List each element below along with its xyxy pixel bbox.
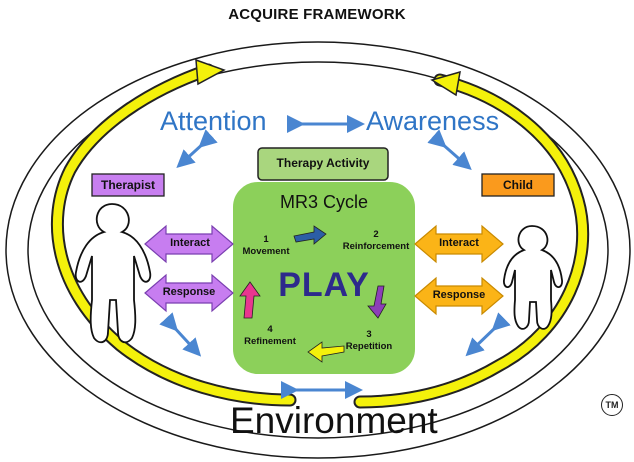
step-number: 3 <box>366 329 372 340</box>
step-label: Repetition <box>345 341 393 352</box>
blue-connectors <box>159 115 511 399</box>
right-flow-arrow-head <box>430 70 461 97</box>
step-label: Movement <box>242 246 290 257</box>
environment-label: Environment <box>230 400 438 441</box>
page-title: ACQUIRE FRAMEWORK <box>228 6 406 23</box>
left-flow-arrow-head <box>195 58 226 86</box>
therapist-response-label: Response <box>162 286 216 298</box>
child-response-label: Response <box>432 289 486 301</box>
step-refinement: 4 Refinement <box>238 324 302 348</box>
step-repetition: 3 Repetition <box>334 329 404 353</box>
therapist-box <box>91 173 165 197</box>
attention-therapist-arrow <box>176 129 218 169</box>
child-arrows <box>414 224 504 316</box>
environment-flow-arrows <box>50 58 590 409</box>
refinement-to-movement-arrow <box>239 281 261 319</box>
step-number: 4 <box>267 324 273 335</box>
child-environment-arrow <box>465 312 511 357</box>
step-label: Refinement <box>244 336 296 347</box>
step-number: 2 <box>373 229 379 240</box>
left-flow-arrow <box>52 65 295 405</box>
cycle-arrows <box>239 225 387 363</box>
step-movement: 1 Movement <box>236 234 296 258</box>
therapist-environment-arrow <box>159 312 202 357</box>
reinforcement-to-repetition-arrow <box>367 285 387 319</box>
repetition-to-refinement-arrow <box>307 341 345 363</box>
child-label: Child <box>503 178 533 192</box>
child-response-arrow <box>414 276 504 316</box>
movement-to-reinforcement-arrow <box>293 225 327 245</box>
mr3-cycle-box <box>233 182 415 374</box>
therapist-interact-label: Interact <box>170 237 210 249</box>
therapist-figure <box>74 203 152 344</box>
step-label: Reinforcement <box>342 241 410 252</box>
child-figure <box>503 225 563 330</box>
therapy-activity-box <box>257 147 389 181</box>
awareness-label: Awareness <box>366 106 500 136</box>
attention-label: Attention <box>160 106 267 136</box>
child-interact-arrow <box>414 224 504 264</box>
therapy-activity-label: Therapy Activity <box>276 156 370 170</box>
step-number: 1 <box>263 234 269 245</box>
child-interact-label: Interact <box>439 237 479 249</box>
step-reinforcement: 2 Reinforcement <box>336 229 416 253</box>
therapist-response-arrow <box>144 273 234 313</box>
play-label: PLAY <box>278 266 370 304</box>
therapist-label: Therapist <box>100 178 155 192</box>
mr3-cycle-title: MR3 Cycle <box>279 192 368 212</box>
therapist-interact-arrow <box>144 224 234 264</box>
child-box <box>481 173 555 197</box>
trademark-icon: TM <box>601 394 623 416</box>
awareness-child-arrow <box>427 129 472 170</box>
right-flow-arrow <box>355 75 588 407</box>
therapist-arrows <box>144 224 234 313</box>
